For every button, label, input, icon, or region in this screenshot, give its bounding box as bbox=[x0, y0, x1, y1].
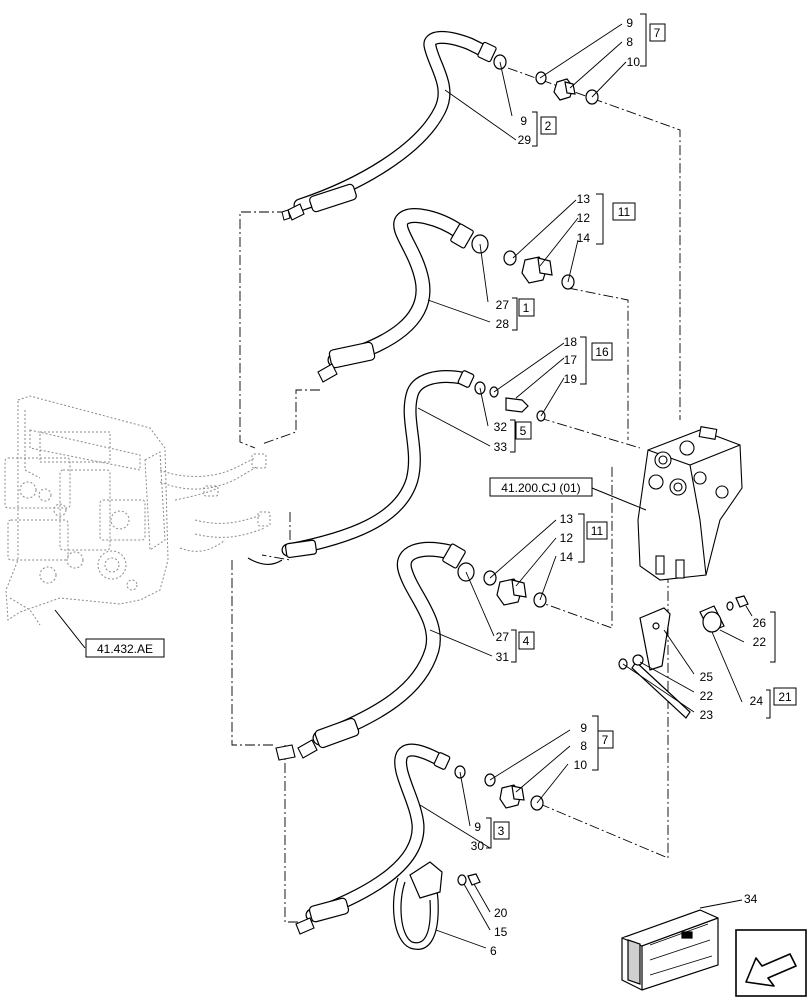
callout-labels: 9 8 10 7 9 29 2 13 12 14 11 27 28 1 18 1… bbox=[471, 16, 792, 958]
callout-17: 17 bbox=[564, 353, 578, 367]
assembly-ref-box bbox=[85, 638, 165, 658]
group-1: 1 bbox=[523, 301, 530, 315]
callout-10: 10 bbox=[574, 758, 588, 772]
callout-14: 14 bbox=[560, 550, 574, 564]
callout-18: 18 bbox=[564, 335, 578, 349]
callout-26: 26 bbox=[753, 616, 767, 630]
callout-15: 15 bbox=[494, 925, 508, 939]
callout-6: 6 bbox=[490, 944, 497, 958]
valve-ref-label: 41.200.CJ (01) bbox=[501, 481, 580, 495]
callout-24: 24 bbox=[750, 694, 764, 708]
callout-13: 13 bbox=[577, 192, 591, 206]
leader-assembly-ref bbox=[54, 609, 86, 649]
kit-box-icon bbox=[621, 909, 719, 991]
hose-31 bbox=[275, 541, 466, 761]
callout-27: 27 bbox=[496, 298, 510, 312]
callout-19: 19 bbox=[564, 372, 578, 386]
fitting-set-11-upper bbox=[471, 234, 575, 290]
group-7-top: 7 bbox=[654, 26, 661, 40]
callout-30: 30 bbox=[471, 839, 485, 853]
group-7-bottom: 7 bbox=[602, 733, 609, 747]
callout-31: 31 bbox=[496, 650, 510, 664]
group-16: 16 bbox=[595, 345, 609, 359]
callout-22: 22 bbox=[753, 635, 767, 649]
callout-12: 12 bbox=[560, 531, 574, 545]
group-21: 21 bbox=[778, 690, 792, 704]
group-2: 2 bbox=[545, 119, 552, 133]
callout-32: 32 bbox=[494, 420, 508, 434]
callout-9: 9 bbox=[474, 820, 481, 834]
group-4: 4 bbox=[523, 634, 530, 648]
callout-13: 13 bbox=[560, 512, 574, 526]
routing-lines bbox=[231, 67, 681, 923]
hose-28 bbox=[317, 208, 474, 383]
group-11-lower: 11 bbox=[591, 524, 604, 538]
callout-12: 12 bbox=[577, 211, 591, 225]
hose-clamp-6 bbox=[392, 861, 481, 950]
callout-27: 27 bbox=[496, 630, 510, 644]
callout-33: 33 bbox=[494, 440, 508, 454]
group-5: 5 bbox=[520, 424, 527, 438]
tractor-hydraulic-assembly-ghost bbox=[4, 395, 271, 626]
callout-20: 20 bbox=[494, 906, 508, 920]
leader-valve-ref bbox=[591, 487, 647, 511]
callout-14: 14 bbox=[577, 231, 591, 245]
callout-10: 10 bbox=[627, 55, 641, 69]
callout-8: 8 bbox=[580, 739, 587, 753]
group-11-upper: 11 bbox=[618, 205, 631, 219]
callout-9: 9 bbox=[626, 16, 633, 30]
hose-33 bbox=[247, 370, 475, 566]
bracket-assembly-21 bbox=[618, 595, 749, 719]
callout-9: 9 bbox=[520, 114, 527, 128]
callout-22: 22 bbox=[700, 689, 714, 703]
hose-30 bbox=[295, 743, 451, 935]
callout-8: 8 bbox=[626, 35, 633, 49]
callout-34: 34 bbox=[744, 892, 758, 906]
leader-lines bbox=[417, 23, 753, 949]
navigation-arrow-icon[interactable] bbox=[735, 929, 807, 997]
callout-29: 29 bbox=[518, 133, 532, 147]
group-brackets bbox=[486, 13, 776, 849]
hose-29 bbox=[281, 31, 497, 221]
valve-ref-box bbox=[489, 477, 593, 497]
leader-34 bbox=[699, 899, 743, 909]
control-valve-block bbox=[637, 426, 743, 581]
assembly-ref-label: 41.432.AE bbox=[97, 642, 153, 656]
fitting-set-7-top bbox=[493, 54, 599, 105]
callout-28: 28 bbox=[496, 317, 510, 331]
callout-23: 23 bbox=[700, 708, 714, 722]
callout-25: 25 bbox=[700, 670, 714, 684]
fitting-set-7-bottom bbox=[454, 765, 544, 811]
group-number-boxes bbox=[493, 23, 797, 840]
group-3: 3 bbox=[498, 824, 505, 838]
callout-9: 9 bbox=[580, 721, 587, 735]
